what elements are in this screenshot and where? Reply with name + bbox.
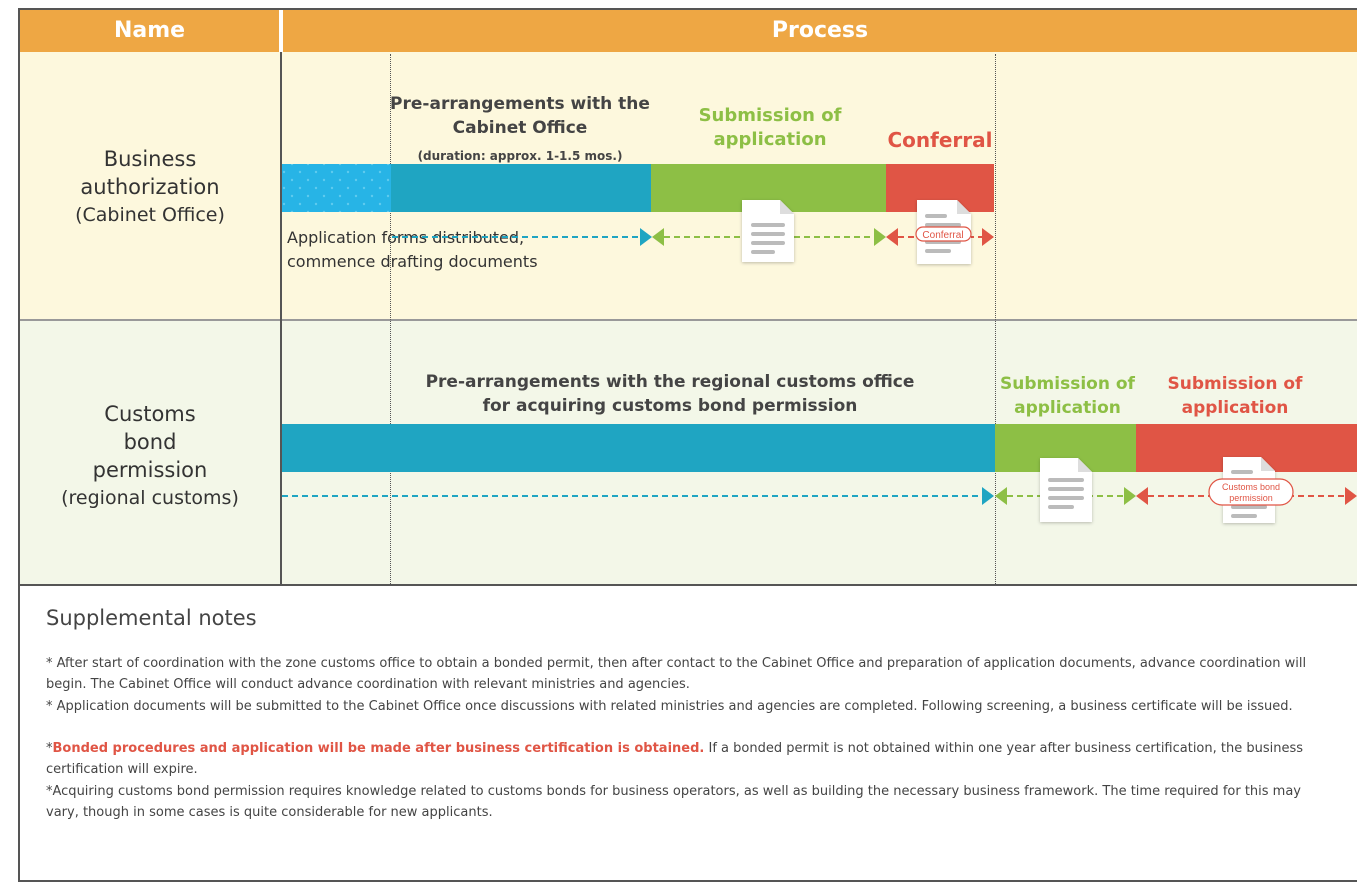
row2-title: Customs bond permission	[92, 402, 208, 482]
row2-submission2-label: Submission of application	[1167, 374, 1303, 418]
row2-name: Customs bond permission (regional custom…	[20, 400, 280, 512]
row1-arrowhead-green-right	[874, 228, 886, 246]
row1-name: Business authorization (Cabinet Office)	[20, 145, 280, 229]
row2-subtitle: (regional customs)	[61, 487, 239, 509]
dotted-guide-left	[390, 54, 391, 584]
outer-frame	[18, 8, 1357, 882]
notes-title: Supplemental notes	[46, 606, 257, 630]
row2-document-icon	[1040, 458, 1092, 522]
row1-document-icon	[742, 200, 794, 262]
dotted-guide-right	[995, 54, 996, 584]
row2-stamp-text-1: Customs bond	[1222, 482, 1280, 492]
row1-arrowhead-red-right	[982, 228, 994, 246]
row1-bar-preparation	[282, 164, 391, 212]
row1-conferral-label: Conferral	[887, 128, 993, 152]
note-1: * After start of coordination with the z…	[46, 656, 1307, 692]
row1-title: Business authorization	[80, 147, 220, 199]
row1-stamp-text: Conferral	[922, 230, 963, 241]
row1-submission-label: Submission of application	[698, 105, 842, 150]
row2-bar-prearrangement	[282, 424, 995, 472]
note-4: *Acquiring customs bond permission requi…	[46, 784, 1302, 820]
row2-permission-stamp	[1208, 478, 1294, 506]
row2-arrowhead-teal	[982, 487, 994, 505]
table-bottom-line	[20, 584, 1357, 586]
note-3-prefix: *	[46, 741, 53, 756]
row2-arrowhead-red-left	[1136, 487, 1148, 505]
row2-arrowhead-green-left	[995, 487, 1007, 505]
row1-arrowhead-green-left	[652, 228, 664, 246]
note-2: * Application documents will be submitte…	[46, 699, 1293, 714]
row2-stamp-text-2: permission	[1229, 493, 1273, 503]
row1-subtitle: (Cabinet Office)	[75, 204, 225, 226]
note-3-rest: If a bonded permit is not obtained withi…	[46, 741, 1304, 777]
row-divider	[20, 319, 1357, 321]
row1-duration-label: (duration: approx. 1-1.5 mos.)	[417, 149, 623, 163]
row1-arrowhead-red-left	[886, 228, 898, 246]
column-divider	[280, 52, 282, 585]
row1-conferral-stamp	[915, 226, 972, 242]
row1-arrowhead-teal	[640, 228, 652, 246]
row2-prearr-label: Pre-arrangements with the regional custo…	[425, 372, 915, 416]
header-name: Name	[20, 8, 281, 52]
row1-prearr-label: Pre-arrangements with the Cabinet Office	[390, 94, 650, 138]
row1-bar-prearrangement	[391, 164, 651, 212]
note-3-highlight: Bonded procedures and application will b…	[52, 741, 705, 756]
row2-arrowhead-green-right	[1124, 487, 1136, 505]
row2-arrowhead-red-right	[1345, 487, 1357, 505]
header-process: Process	[283, 8, 1357, 52]
row2-submission-label: Submission of application	[1000, 374, 1135, 418]
note-3: *Bonded procedures and application will …	[46, 738, 1336, 780]
